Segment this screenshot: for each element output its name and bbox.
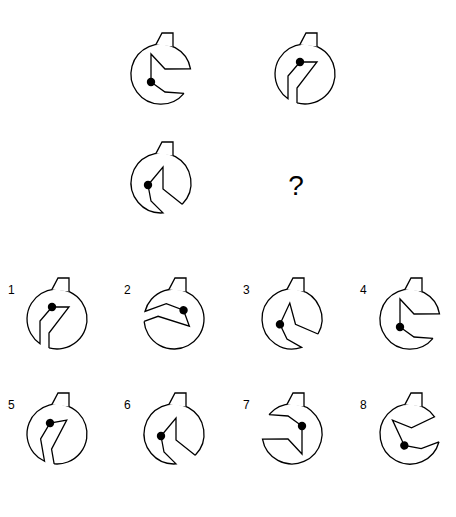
- option-number: 1: [8, 284, 15, 296]
- option-figure: [263, 393, 323, 464]
- option-figure: [144, 393, 204, 464]
- option-number: 5: [8, 399, 15, 411]
- puzzle-figure: [131, 33, 191, 104]
- option-number: 3: [243, 284, 250, 296]
- option-figure: [27, 278, 87, 349]
- option-number: 8: [360, 399, 367, 411]
- option-number: 7: [243, 399, 250, 411]
- puzzle-figure: [131, 142, 191, 213]
- option-figure: [136, 278, 213, 357]
- option-figure: [22, 393, 92, 469]
- option-figure: [255, 278, 328, 356]
- option-number: 2: [124, 284, 131, 296]
- option-figure: [370, 393, 449, 474]
- question-mark: ?: [288, 172, 304, 200]
- option-figure: [380, 278, 440, 349]
- option-number: 4: [360, 284, 367, 296]
- option-number: 6: [124, 399, 131, 411]
- puzzle-figure: [275, 33, 335, 104]
